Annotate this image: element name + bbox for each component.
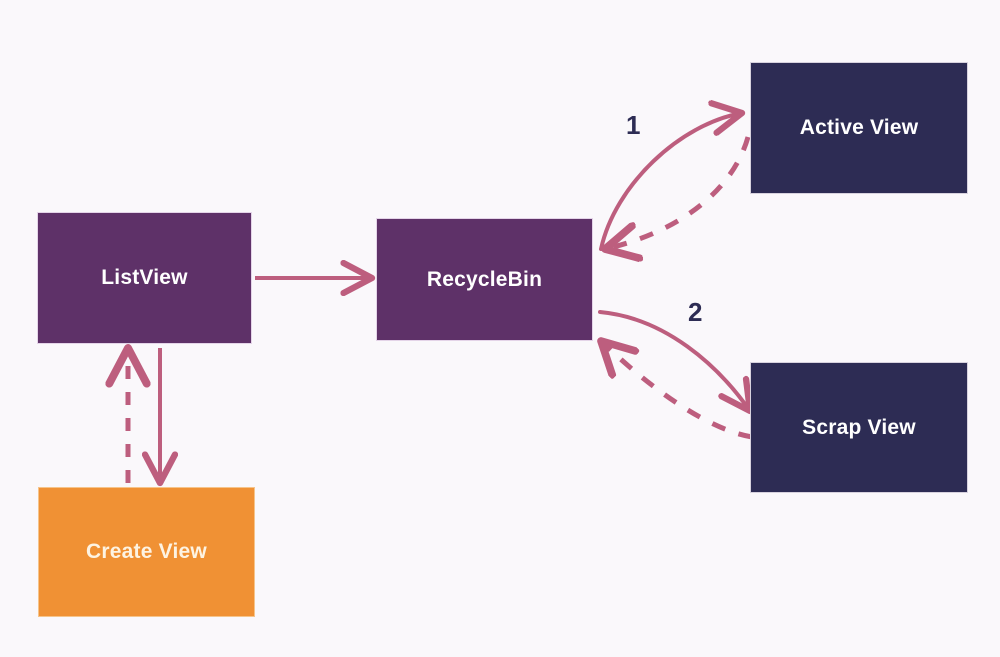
- node-create-view[interactable]: Create View: [38, 487, 255, 617]
- node-scrap-view-label: Scrap View: [802, 415, 916, 439]
- edge-activeview-to-recyclebin: [605, 136, 751, 249]
- edge-label-1: 1: [626, 110, 641, 140]
- node-scrap-view[interactable]: Scrap View: [750, 362, 968, 493]
- node-listview[interactable]: ListView: [37, 212, 252, 344]
- node-recyclebin[interactable]: RecycleBin: [376, 218, 593, 341]
- node-recyclebin-label: RecycleBin: [426, 267, 543, 291]
- node-active-view-label: Active View: [799, 116, 919, 140]
- edge-label-2: 2: [688, 297, 703, 327]
- node-create-view-label: Create View: [86, 540, 207, 564]
- edge-recyclebin-to-activeview: [599, 113, 742, 251]
- node-active-view[interactable]: Active View: [750, 62, 968, 194]
- edge-recyclebin-to-scrapview: [598, 310, 750, 411]
- edge-scrapview-to-recyclebin: [601, 341, 753, 440]
- node-listview-label: ListView: [101, 266, 188, 290]
